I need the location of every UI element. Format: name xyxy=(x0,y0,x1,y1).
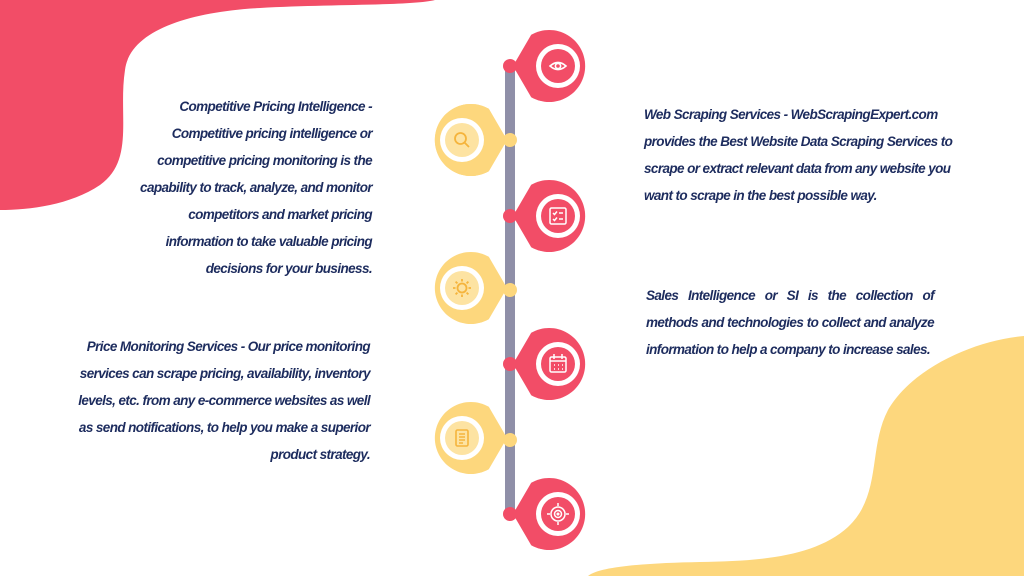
text-price-monitoring: Price Monitoring Services - Our price mo… xyxy=(78,339,370,462)
checklist-icon xyxy=(549,207,567,225)
pin-magnifier xyxy=(434,104,507,176)
timeline-dot xyxy=(503,357,517,371)
pin-checklist xyxy=(513,180,586,252)
yellow-blob xyxy=(588,336,1024,576)
pink-blob xyxy=(0,0,435,210)
text-web-scraping: Web Scraping Services - WebScrapingExper… xyxy=(644,107,953,203)
pin-calendar xyxy=(513,328,586,400)
pin-gear xyxy=(434,252,507,324)
pin-target xyxy=(513,478,586,550)
calendar-icon xyxy=(549,354,567,373)
timeline-dot xyxy=(503,433,517,447)
timeline-dot xyxy=(503,59,517,73)
pin-document xyxy=(434,402,507,474)
document-icon xyxy=(455,429,469,447)
magnifier-icon xyxy=(454,132,470,148)
target-icon xyxy=(547,503,569,525)
text-competitive-pricing: Competitive Pricing Intelligence - Compe… xyxy=(140,99,373,276)
timeline-dot xyxy=(503,209,517,223)
eye-icon xyxy=(548,61,568,71)
timeline-dot xyxy=(503,507,517,521)
gear-icon xyxy=(453,279,471,297)
timeline-dot xyxy=(503,133,517,147)
pin-eye xyxy=(513,30,586,103)
text-sales-intelligence: Sales Intelligence or SI is the collecti… xyxy=(646,288,935,357)
timeline-dot xyxy=(503,283,517,297)
